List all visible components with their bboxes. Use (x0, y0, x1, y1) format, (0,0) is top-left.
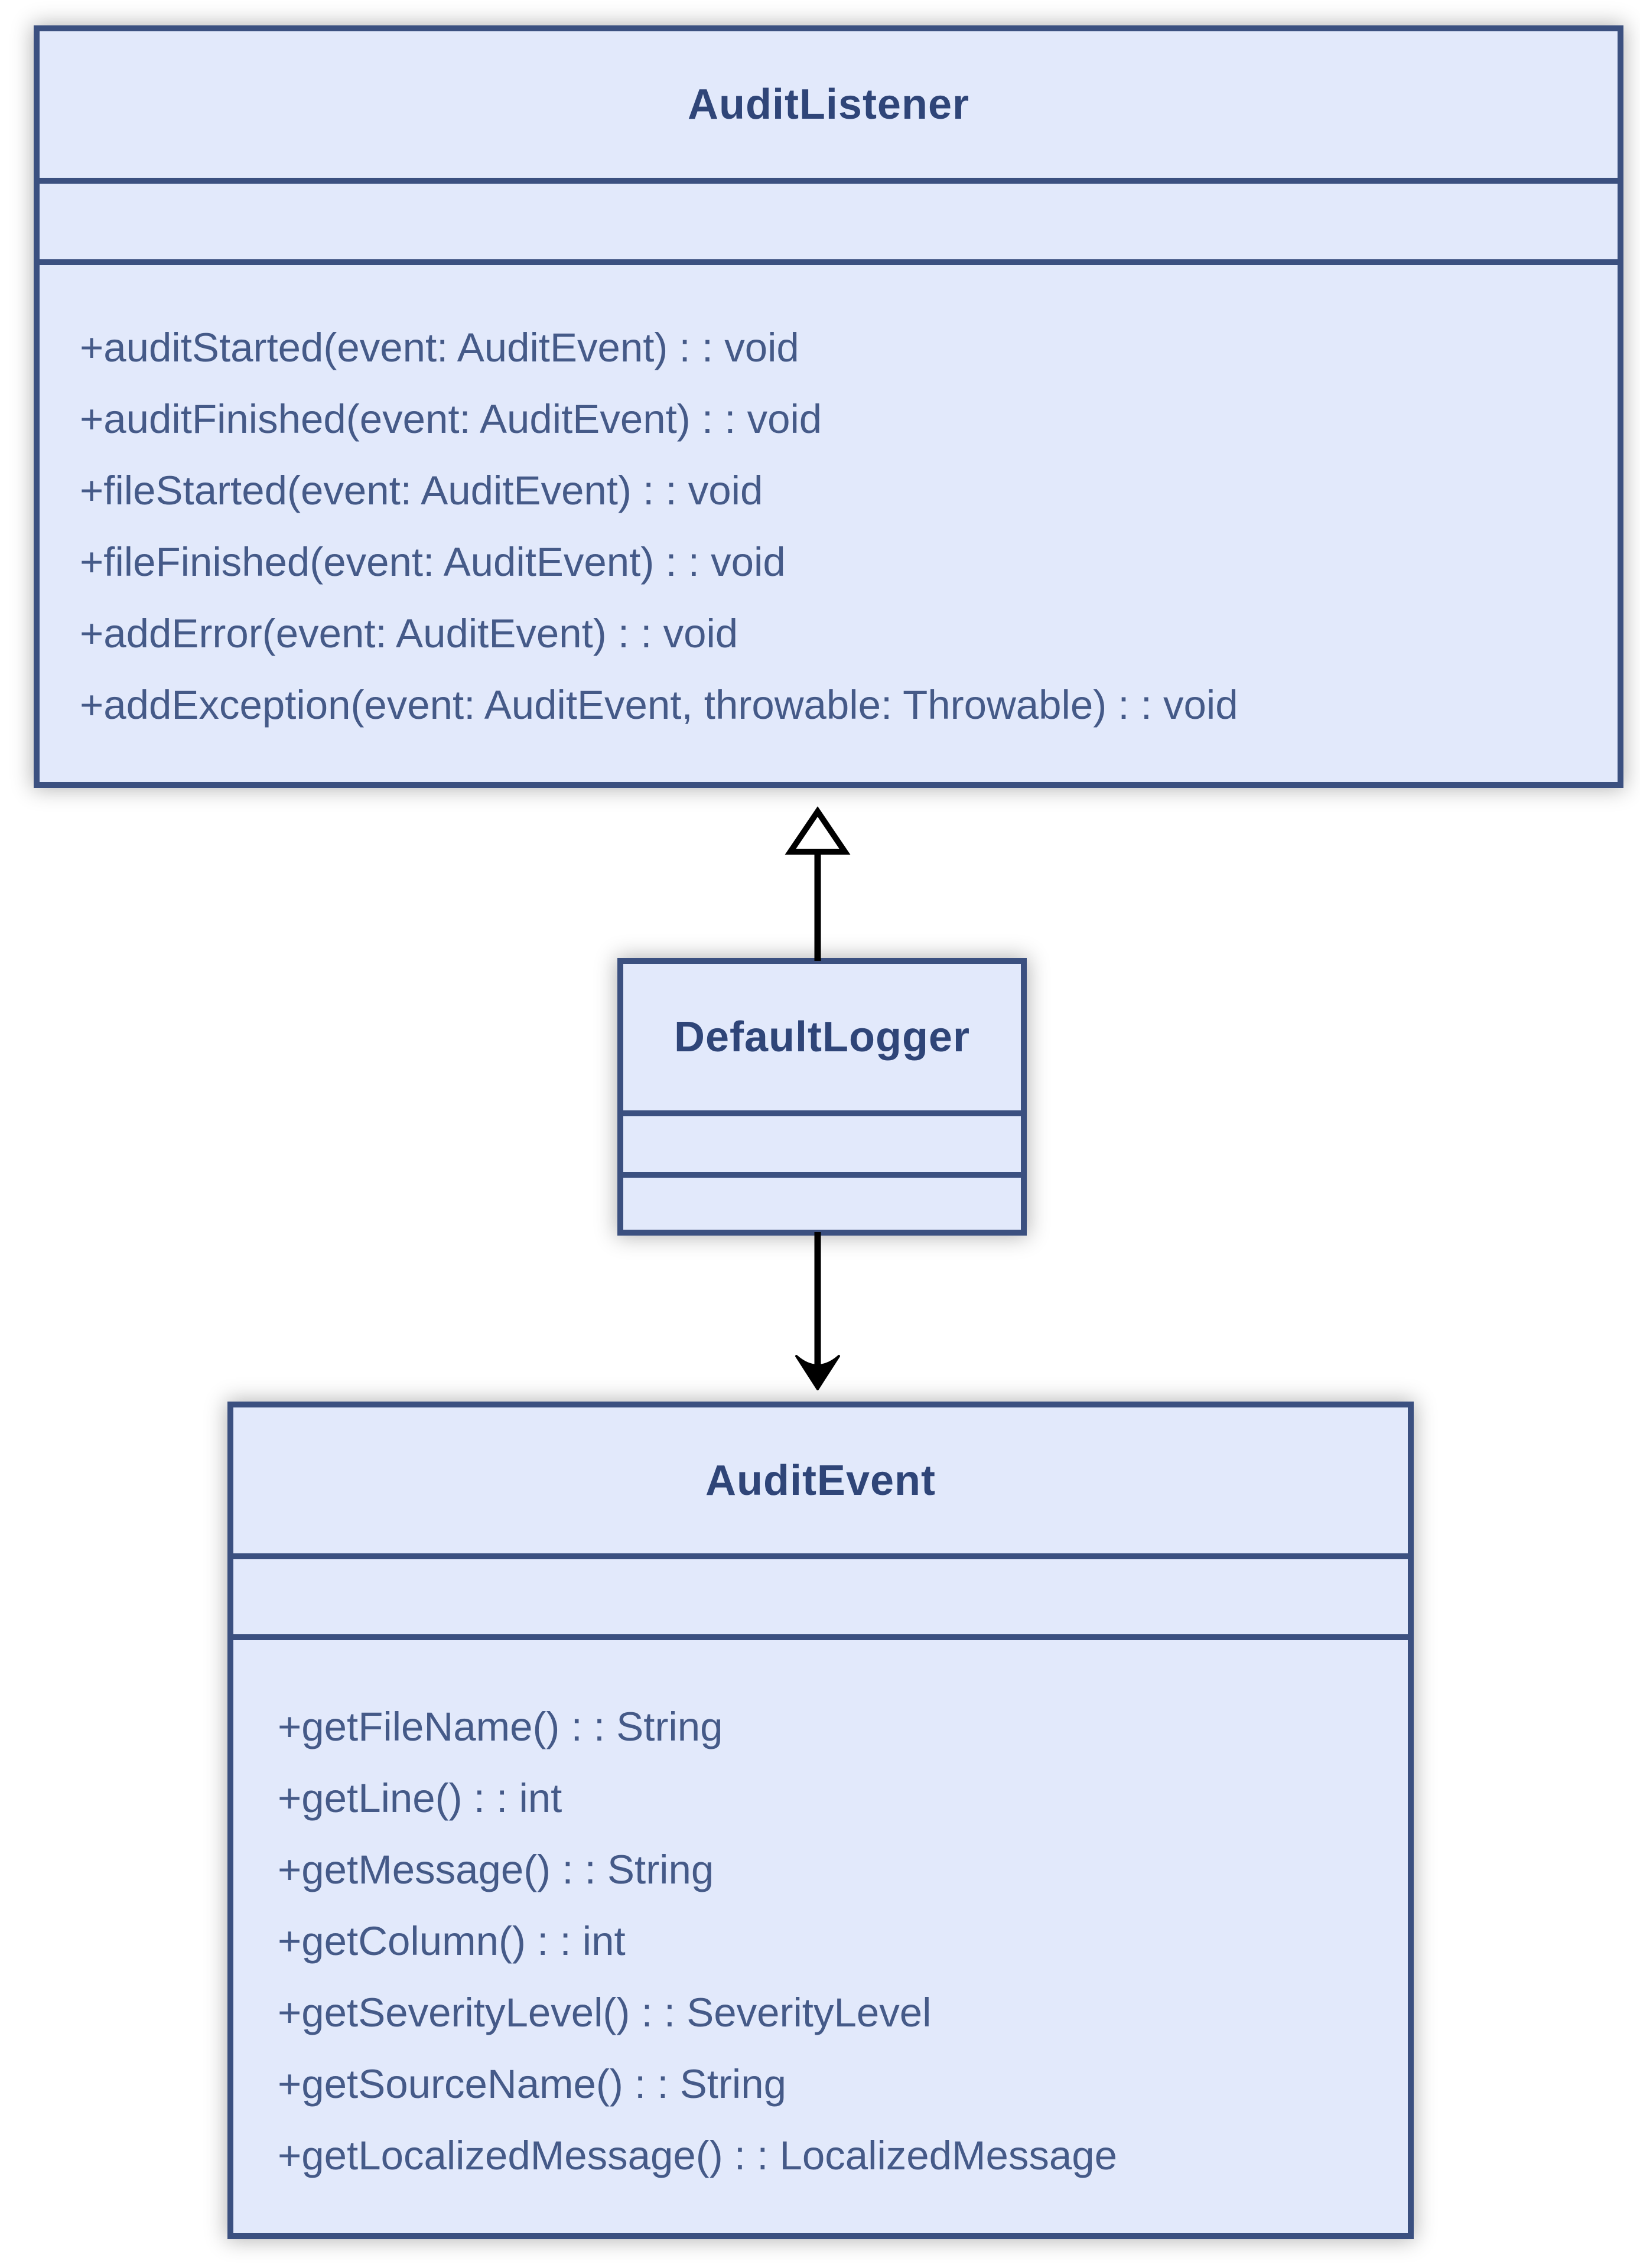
method-item: +getMessage() : : String (278, 1847, 714, 1892)
method-item: +addError(event: AuditEvent) : : void (80, 611, 738, 656)
methods-compartment-auditevent: +getFileName() : : String +getLine() : : … (233, 1634, 1408, 2233)
class-name-defaultlogger: DefaultLogger (673, 1014, 970, 1061)
method-item: +getFileName() : : String (278, 1704, 723, 1749)
class-name-auditlistener: AuditListener (687, 81, 970, 128)
class-name-auditevent: AuditEvent (705, 1456, 936, 1504)
class-title-compartment: AuditEvent (233, 1407, 1408, 1553)
class-box-auditlistener: AuditListener +auditStarted(event: Audit… (34, 25, 1623, 788)
class-title-compartment: AuditListener (40, 31, 1618, 178)
attributes-compartment-defaultlogger (623, 1110, 1021, 1172)
method-item: +getColumn() : : int (278, 1918, 626, 1964)
method-item: +getSourceName() : : String (278, 2061, 786, 2107)
method-item: +fileStarted(event: AuditEvent) : : void (80, 468, 763, 513)
class-title-compartment: DefaultLogger (623, 964, 1021, 1110)
methods-compartment-defaultlogger (623, 1172, 1021, 1230)
class-box-auditevent: AuditEvent +getFileName() : : String+get… (227, 1402, 1414, 2239)
attributes-compartment-auditevent (233, 1553, 1408, 1634)
open-arrowhead (795, 1355, 840, 1390)
method-item: +addException(event: AuditEvent, throwab… (80, 682, 1238, 728)
hollow-triangle-arrowhead (785, 806, 851, 855)
method-item: +getLocalizedMessage() : : LocalizedMess… (278, 2133, 1118, 2178)
association-arrow (795, 1232, 840, 1390)
attributes-compartment-auditlistener (40, 178, 1618, 259)
method-item: +fileFinished(event: AuditEvent) : : voi… (80, 539, 786, 585)
method-item: +auditStarted(event: AuditEvent) : : voi… (80, 325, 799, 370)
method-item: +getSeverityLevel() : : SeverityLevel (278, 1990, 932, 2035)
class-box-defaultlogger: DefaultLogger (617, 958, 1027, 1236)
method-item: +auditFinished(event: AuditEvent) : : vo… (80, 396, 822, 442)
methods-compartment-auditlistener: +auditStarted(event: AuditEvent) : : voi… (40, 259, 1618, 782)
generalization-arrow (785, 806, 851, 961)
method-item: +getLine() : : int (278, 1775, 562, 1821)
